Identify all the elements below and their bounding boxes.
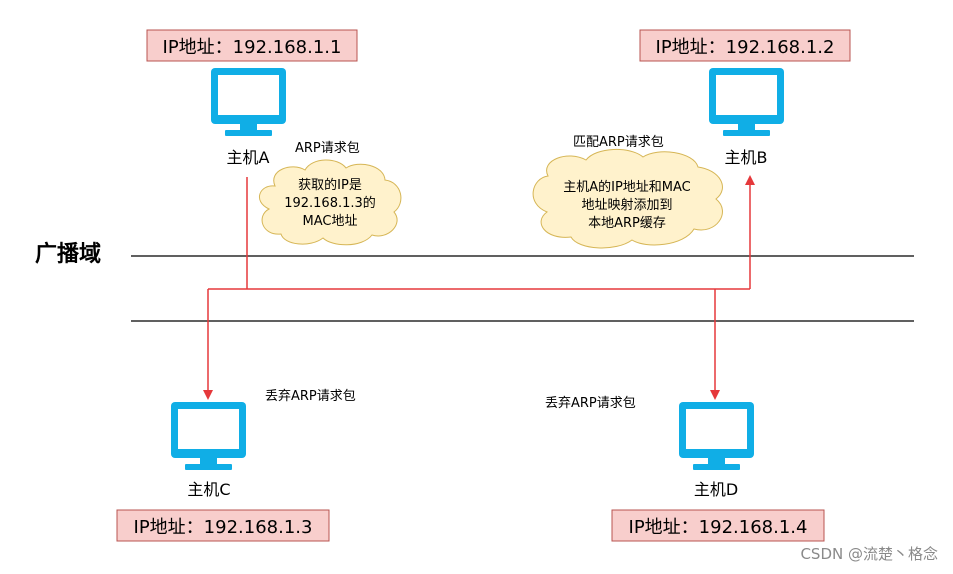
ip-box-d [611,509,825,542]
cloud-shape-b [532,148,723,249]
monitor-icon [709,68,784,136]
ip-label-b: IP地址：192.168.1.2 [656,37,835,58]
ip-box-b [639,29,851,62]
host-name-a: 主机A [227,148,270,167]
note-arp-drop-c: 丢弃ARP请求包 [265,389,356,404]
ip-label-a: IP地址：192.168.1.1 [163,37,342,58]
ip-box-a [146,29,358,62]
arp-path [203,175,755,400]
cloud-b: 主机A的IP地址和MAC 地址映射添加到 本地ARP缓存 [532,148,723,249]
host-b: IP地址：192.168.1.2 主机B [639,29,851,167]
watermark: CSDN @流楚丶格念 [800,545,938,563]
host-d: 主机D IP地址：192.168.1.4 [611,402,825,542]
cloud-text-b-line2: 地址映射添加到 [581,197,672,213]
cloud-shape-a [258,159,402,246]
cloud-text-b-line3: 本地ARP缓存 [588,216,666,231]
cloud-text-a-line1: 获取的IP是 [298,177,362,193]
cloud-text-b-line1: 主机A的IP地址和MAC [563,179,691,195]
note-arp-request: ARP请求包 [295,141,360,156]
host-c: 主机C IP地址：192.168.1.3 [116,402,330,542]
ip-label-c: IP地址：192.168.1.3 [134,517,313,538]
host-name-b: 主机B [725,148,768,167]
monitor-icon [211,68,286,136]
monitor-icon [171,402,246,470]
note-arp-drop-d: 丢弃ARP请求包 [545,396,636,411]
cloud-text-a-line2: 192.168.1.3的 [284,195,376,211]
note-arp-match: 匹配ARP请求包 [573,135,664,150]
host-name-c: 主机C [187,480,230,499]
ip-box-c [116,509,330,542]
monitor-icon [679,402,754,470]
ip-label-d: IP地址：192.168.1.4 [629,517,808,538]
broadcast-domain-label: 广播域 [35,241,101,267]
host-a: IP地址：192.168.1.1 主机A [146,29,358,167]
cloud-a: 获取的IP是 192.168.1.3的 MAC地址 [258,159,402,246]
host-name-d: 主机D [694,480,738,499]
cloud-text-a-line3: MAC地址 [303,214,358,229]
